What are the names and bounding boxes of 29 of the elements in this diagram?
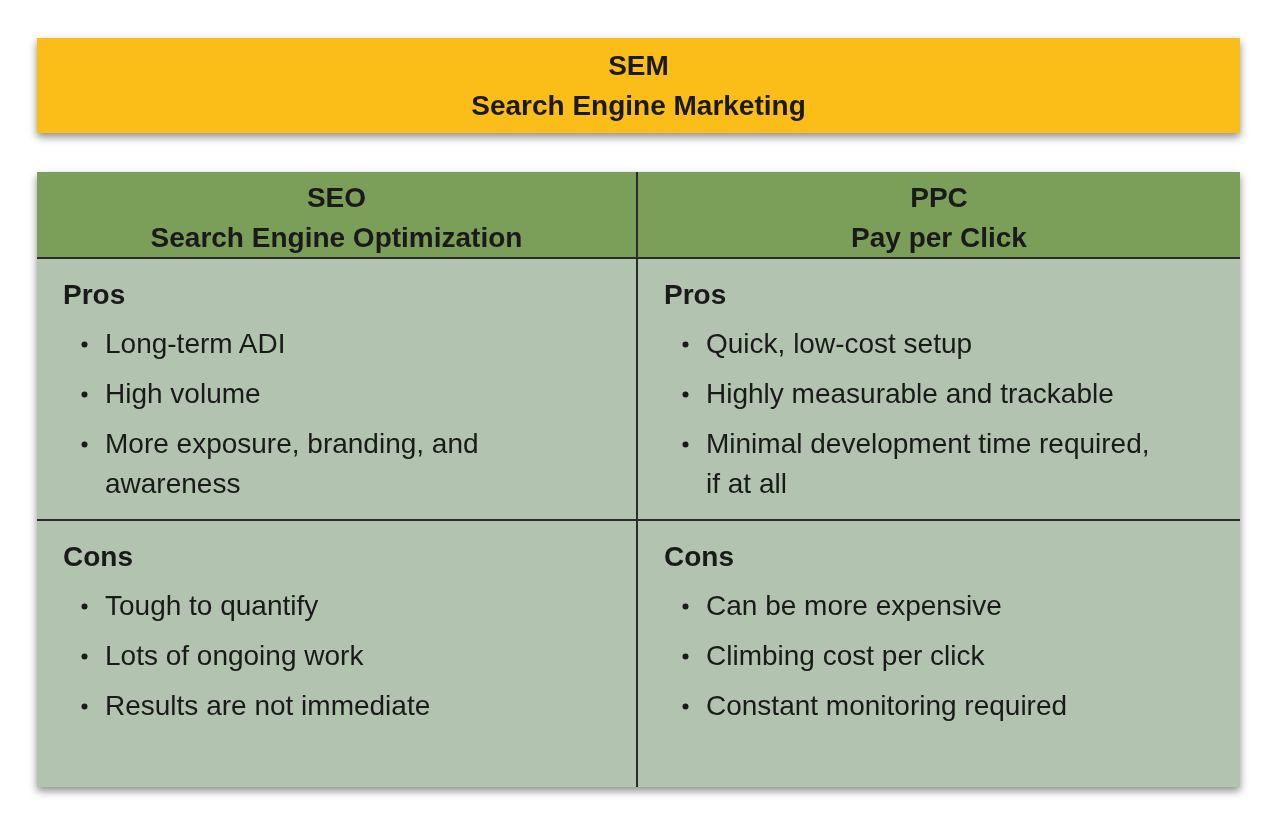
cell-heading: Cons <box>664 540 734 574</box>
list-item: Constant monitoring required <box>706 689 1069 723</box>
header-cell <box>37 172 638 259</box>
table-cell <box>37 521 638 787</box>
title-banner <box>37 38 1240 133</box>
cell-heading: Pros <box>664 278 727 312</box>
list-item: Quick, low-cost setup <box>706 327 974 361</box>
list-item: Climbing cost per click <box>706 639 986 673</box>
list-item: Can be more expensive <box>706 589 1003 623</box>
header-cell <box>638 172 1240 259</box>
table-cell <box>37 259 638 521</box>
list-item: Long-term ADI <box>105 327 287 361</box>
heading-title: Pay per Click <box>851 221 1027 255</box>
list-item: Minimal development time required, if at all <box>706 427 1151 501</box>
list-item: High volume <box>105 377 262 411</box>
cell-heading: Cons <box>63 540 133 574</box>
table-cell <box>638 259 1240 521</box>
heading-abbreviation: SEM <box>608 49 669 83</box>
list-item: More exposure, branding, and awareness <box>105 427 480 501</box>
list-item: Lots of ongoing work <box>105 639 365 673</box>
heading-abbreviation: SEO <box>306 181 367 215</box>
list-item: Highly measurable and trackable <box>706 377 1115 411</box>
heading-abbreviation: PPC <box>910 181 968 215</box>
list-item: Tough to quantify <box>105 589 320 623</box>
cell-heading: Pros <box>63 278 126 312</box>
heading-title: Search Engine Marketing <box>471 89 806 123</box>
list-item: Results are not immediate <box>105 689 432 723</box>
table-cell <box>638 521 1240 787</box>
heading-title: Search Engine Optimization <box>150 221 523 255</box>
